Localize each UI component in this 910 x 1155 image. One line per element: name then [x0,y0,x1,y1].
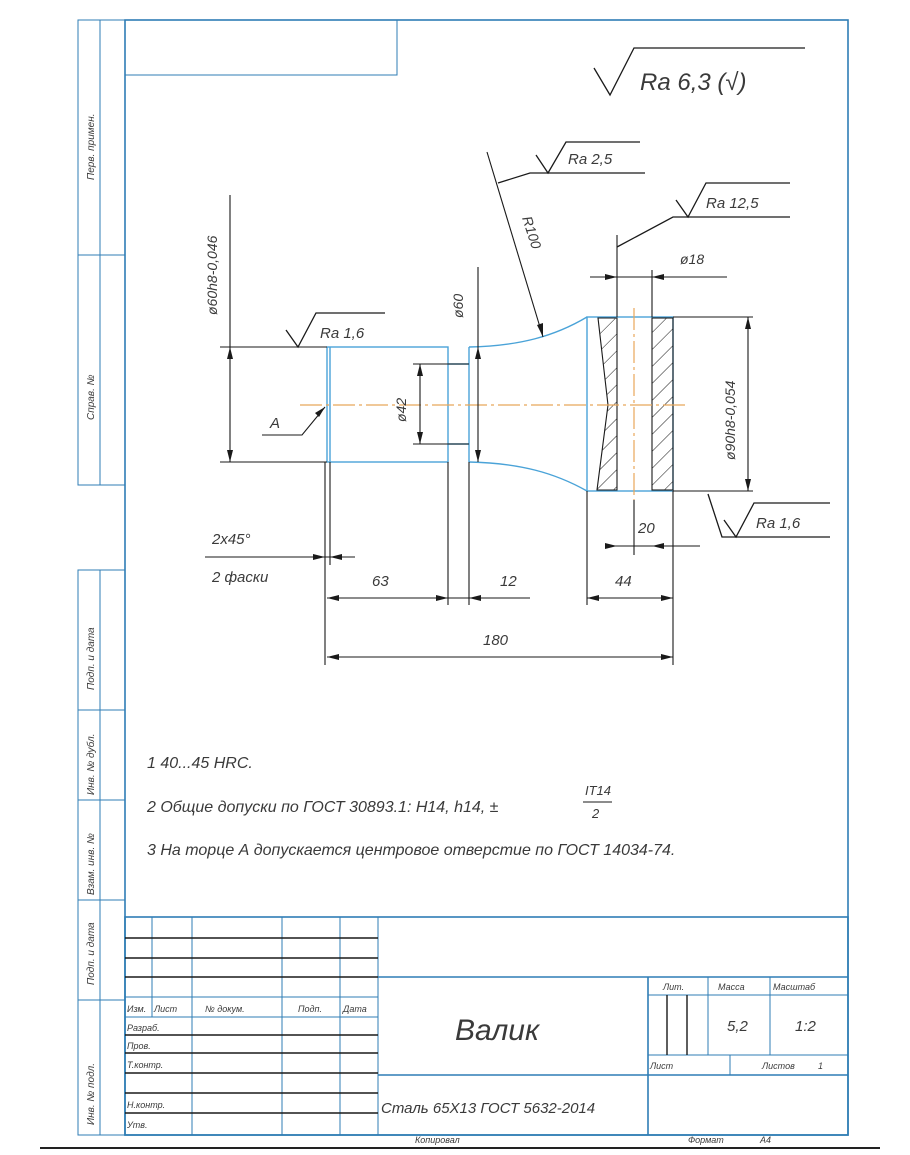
note-3: 3 На торце А допускается центровое отвер… [147,842,675,859]
shaft-part [300,308,685,500]
title_block-scale_label: Масштаб [773,982,816,992]
roughness_general: Ra 6,3 (√) [640,69,747,96]
chamfer-label: 2x45° [211,531,251,548]
roughness-fillet: Ra 2,5 [568,151,613,168]
title_block-roles-0: Разраб. [127,1023,160,1033]
footer: Копировал Формат A4 [415,1135,771,1145]
technical-notes: 1 40...45 HRC. 2 Общие допуски по ГОСТ 3… [146,755,675,859]
roughness-flange: Ra 1,6 [756,515,801,532]
stamp-ref-no: Справ. № [86,374,97,420]
stamp-orig-inv: Инв. № подл. [86,1063,97,1125]
note-2-numerator: IT14 [585,783,611,798]
section-hatch-left [596,317,618,491]
title_block-sheets: 1 [818,1061,823,1071]
footer-copied: Копировал [415,1135,460,1145]
title_block-roles-4: Н.контр. [127,1100,165,1110]
roughness-marks: Ra 1,6 Ra 2,5 Ra 12,5 Ra 1,6 [285,141,830,539]
title_block-headers-2: № докум. [205,1004,245,1014]
title_block-headers-0: Изм. [127,1004,146,1014]
part-name: Валик [455,1014,541,1047]
roughness-left-face: Ra 1,6 [320,325,365,342]
section-hatch-right [651,317,674,491]
dim-d60h8: ø60h8-0,046 [204,235,220,315]
stamp-replace-inv: Взам. инв. № [86,833,97,895]
note-2-denominator: 2 [591,806,600,821]
dim-d60: ø60 [450,294,466,318]
top-left-stamp-box [124,19,398,76]
dim-12: 12 [500,573,517,590]
stamp-dup-inv: Инв. № дубл. [85,734,97,796]
dim-63: 63 [372,573,389,590]
title_block-mass_label: Масса [718,982,745,992]
title_block-headers-4: Дата [342,1004,367,1014]
dim-d18: ø18 [680,251,704,267]
dim-r100: R100 [519,214,545,251]
dim-20: 20 [637,520,655,537]
face-a-label: A [269,415,280,432]
title_block-roles-1: Пров. [127,1041,151,1051]
footer-format: A4 [759,1135,771,1145]
dim-44: 44 [615,573,632,590]
stamp-sign-date-2: Подп. и дата [86,922,97,985]
dimensions: ø60h8-0,046 ø60 ø42 R100 ø18 ø90h8-0,054… [204,151,753,665]
dim-180: 180 [483,632,509,649]
stamp-sign-date-1: Подп. и дата [86,627,97,690]
material: Сталь 65Х13 ГОСТ 5632-2014 [381,1100,595,1117]
scale-value: 1:2 [795,1018,817,1035]
dim-d42: ø42 [393,398,409,422]
note-2: 2 Общие допуски по ГОСТ 30893.1: H14, h1… [146,799,499,816]
side-stamp-strip: Перв. примен. Справ. № Подп. и дата Инв.… [77,19,126,1136]
title-block: Изм. Лист № докум. Подп. Дата Разраб. Пр… [124,916,849,1136]
footer-format_label: Формат [688,1135,724,1145]
general-roughness: Ra 6,3 (√) [593,47,805,97]
title_block-roles-2: Т.контр. [127,1060,163,1070]
stamp-first-use: Перв. примен. [86,114,97,180]
note-1: 1 40...45 HRC. [147,755,253,772]
sheet-frame [40,19,880,1149]
title_block-headers-1: Лист [153,1004,178,1014]
title_block-sheets_label: Листов [761,1061,795,1071]
dim-d90h8: ø90h8-0,054 [722,380,738,460]
title_block-sheet_label: Лист [649,1061,674,1071]
title_block-roles-5: Утв. [126,1120,147,1130]
chamfer-count: 2 фаски [211,569,269,586]
title_block-lit_label: Лит. [662,982,684,992]
title_block-headers-3: Подп. [298,1004,322,1014]
mass-value: 5,2 [727,1018,749,1035]
roughness-hole: Ra 12,5 [706,195,759,212]
